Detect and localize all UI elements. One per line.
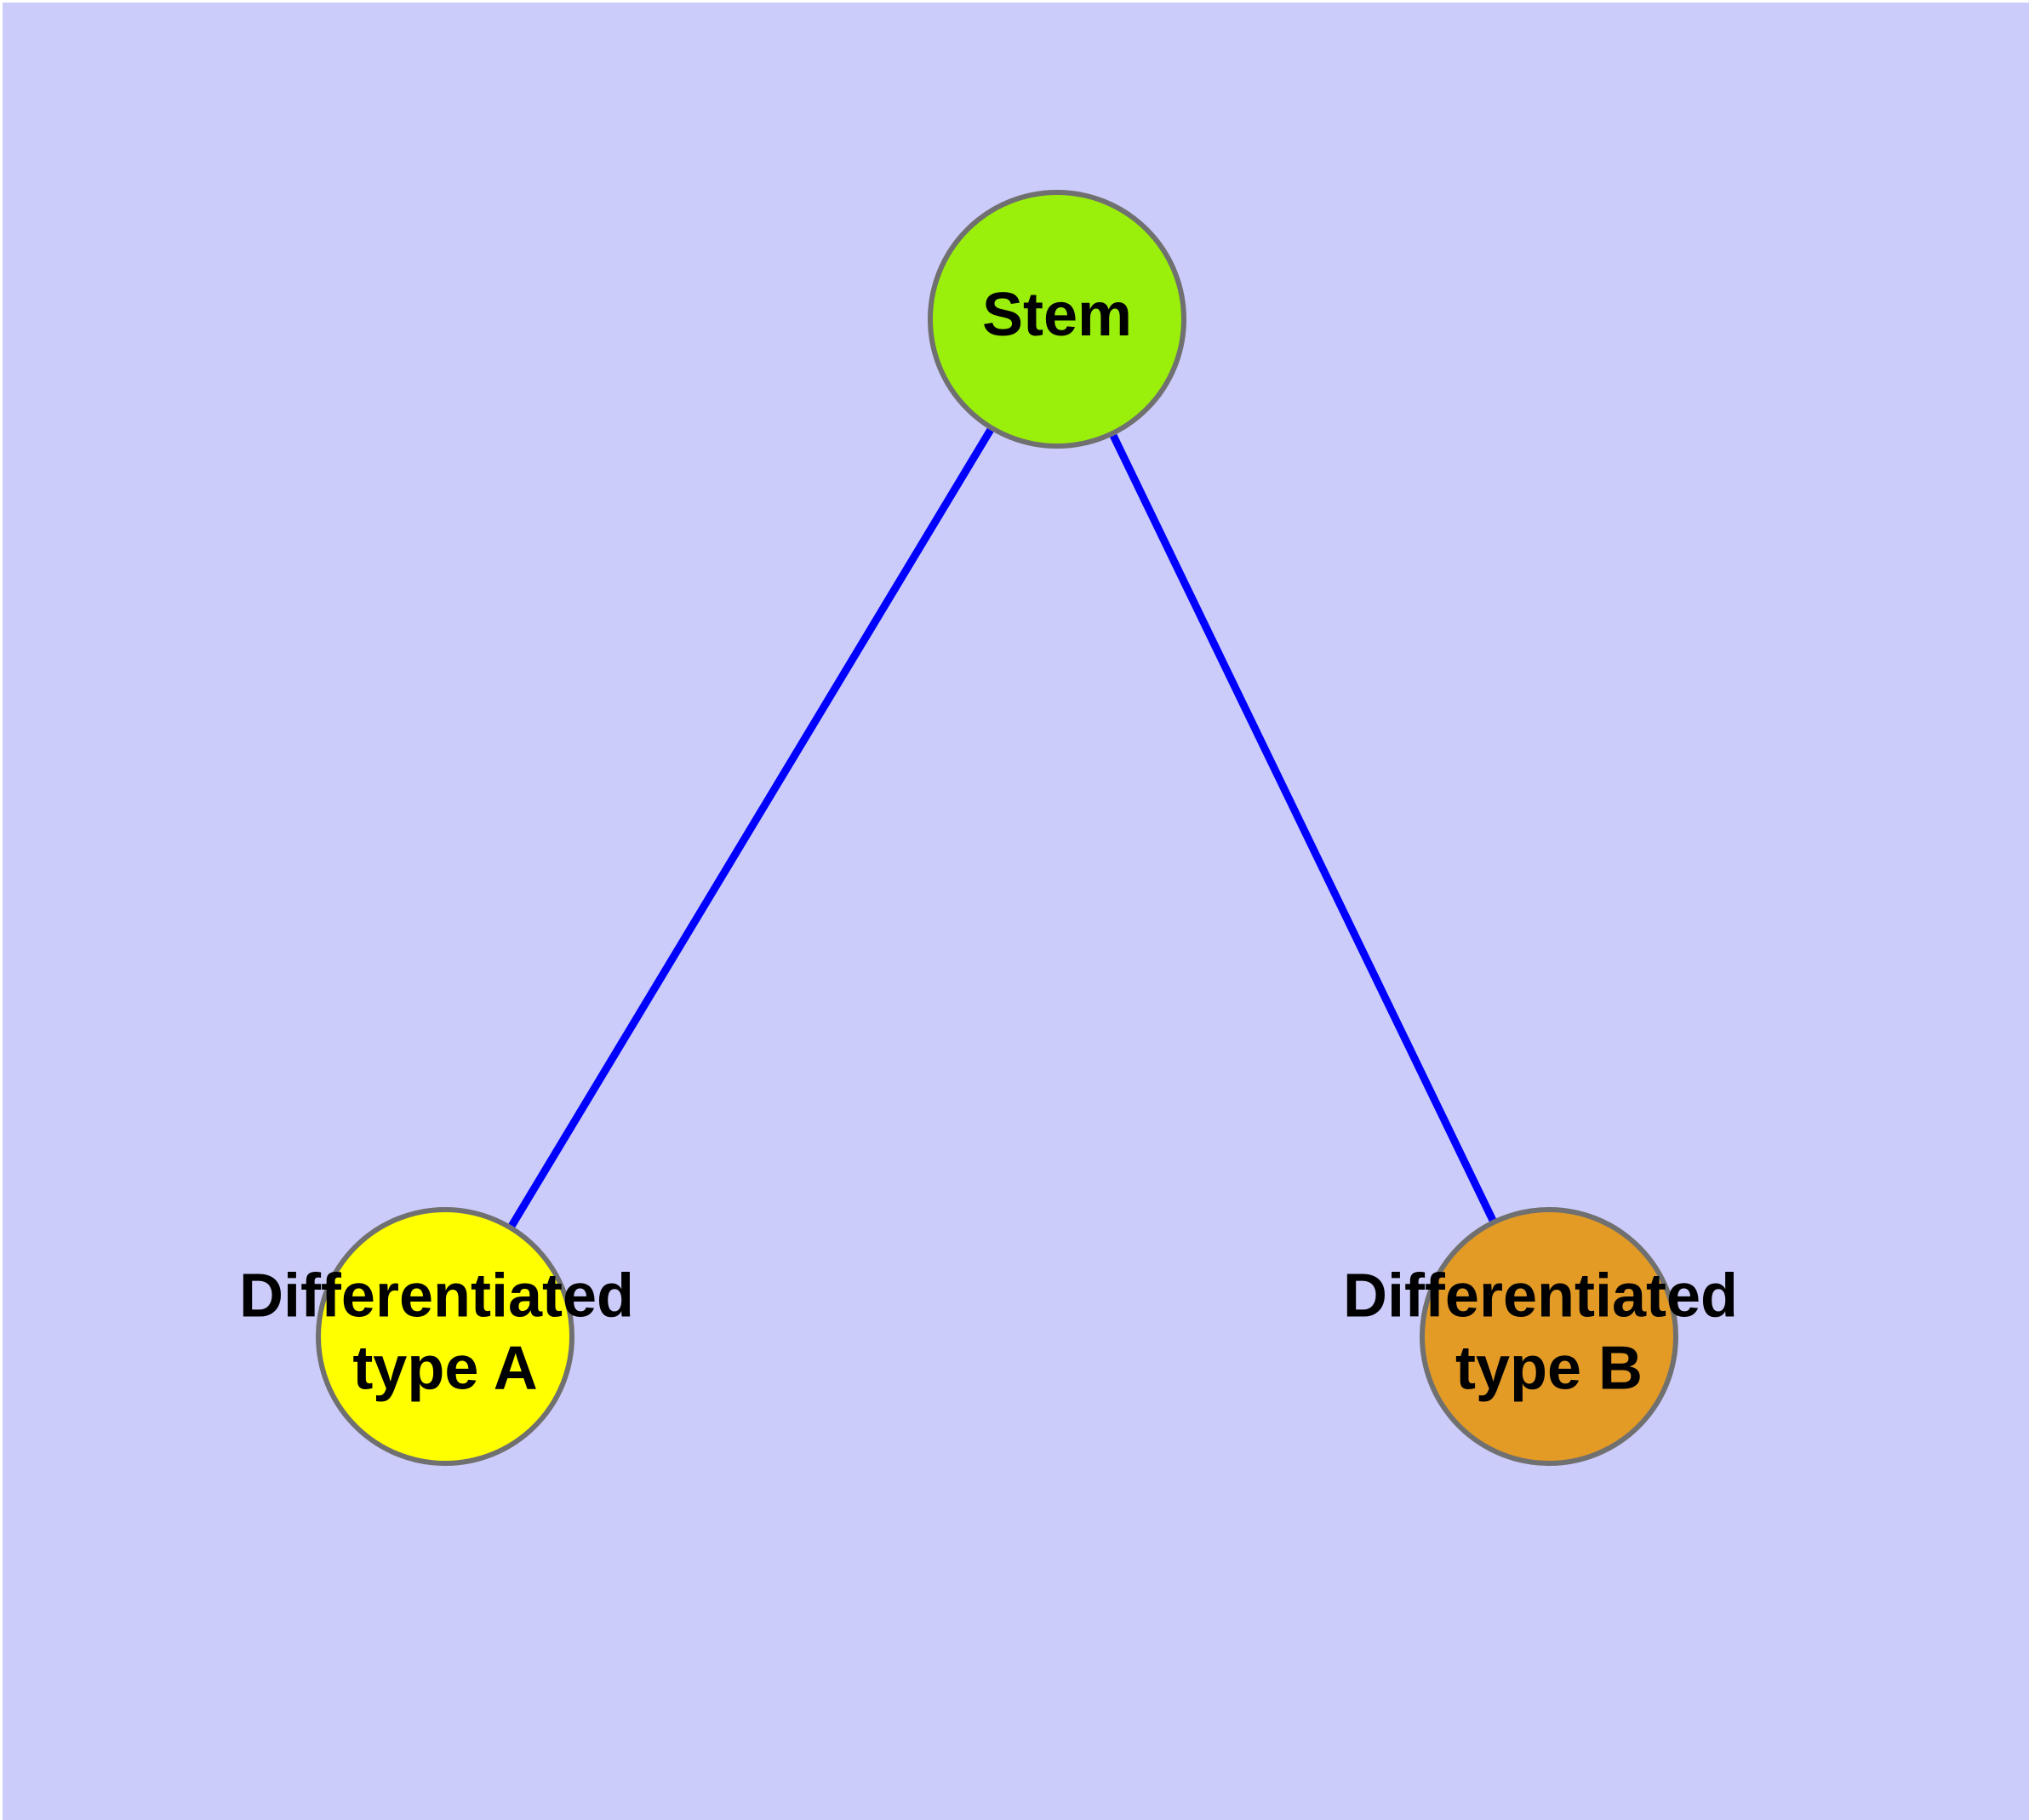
node-diff-a-label: Differentiated type A — [239, 1262, 651, 1403]
label-layer: Stem Differentiated type A Differentiate… — [239, 281, 1755, 1403]
node-diff-a-label-line-2: type A — [352, 1334, 537, 1402]
edge-layer — [508, 427, 1496, 1228]
edge-stem-diff-b[interactable] — [1110, 433, 1496, 1222]
node-diff-b-circle[interactable] — [1420, 1207, 1678, 1466]
node-diff-b-label: Differentiated type B — [1343, 1262, 1755, 1403]
graph-svg: Stem Differentiated type A Differentiate… — [239, 190, 1755, 1466]
node-diff-a-circle[interactable] — [316, 1207, 574, 1466]
node-diff-b-label-line-1: Differentiated — [1343, 1262, 1738, 1331]
node-diff-b-label-line-2: type B — [1455, 1334, 1643, 1402]
node-stem-label-line-1: Stem — [982, 281, 1132, 349]
node-stem-label: Stem — [982, 281, 1132, 349]
node-layer — [316, 190, 1678, 1466]
node-stem-circle[interactable] — [928, 190, 1186, 449]
edge-stem-diff-a[interactable] — [508, 427, 994, 1228]
node-diff-a-label-line-1: Differentiated — [239, 1262, 634, 1331]
